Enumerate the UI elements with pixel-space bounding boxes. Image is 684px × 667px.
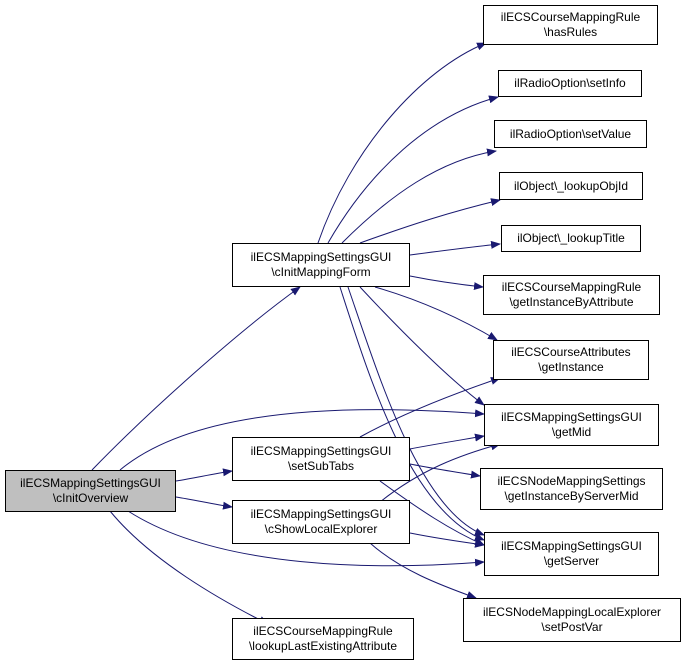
node-setvalue-line1: ilRadioOption\setValue	[509, 126, 632, 141]
node-getinstancebyattribute[interactable]: ilECSCourseMappingRule \getInstanceByAtt…	[483, 275, 660, 315]
edge-showlocal-getserver	[409, 532, 485, 548]
edge-initmap-lookupobjid	[359, 198, 501, 244]
edge-root-initmap	[91, 286, 301, 471]
node-cinitmappingform-line1: ilECSMappingSettingsGUI	[250, 250, 392, 264]
node-attrgetinst-line2: \getInstance	[538, 360, 604, 374]
edge-root-getserver	[127, 510, 485, 567]
edge-root-getmid	[119, 409, 485, 471]
node-cshowlocalexplorer[interactable]: ilECSMappingSettingsGUI \cShowLocalExplo…	[232, 500, 410, 544]
node-getinstbyattr-line2: \getInstanceByAttribute	[509, 295, 634, 309]
node-setvalue[interactable]: ilRadioOption\setValue	[494, 120, 647, 148]
edge-showlocal-getmid	[379, 442, 501, 503]
edge-subtabs-getmid	[409, 433, 485, 450]
node-cshowlocalexplorer-line2: \cShowLocalExplorer	[264, 522, 378, 536]
node-getmid-line2: \getMid	[551, 425, 592, 439]
node-hasrules-line1: ilECSCourseMappingRule	[500, 10, 641, 24]
node-cinitmappingform[interactable]: ilECSMappingSettingsGUI \cInitMappingFor…	[232, 243, 410, 287]
node-lookuplast-line2: \lookupLastExistingAttribute	[248, 639, 398, 653]
edge-initmap-lookuptitle	[409, 240, 501, 256]
node-setinfo-line1: ilRadioOption\setInfo	[514, 76, 626, 90]
edge-subtabs-getserver	[379, 480, 485, 546]
node-setsubtabs-line2: \setSubTabs	[287, 459, 355, 473]
node-courseattributes-getinstance[interactable]: ilECSCourseAttributes \getInstance	[493, 340, 649, 380]
node-setpostvar[interactable]: ilECSNodeMappingLocalExplorer \setPostVa…	[463, 598, 681, 642]
edge-root-subtabs	[175, 468, 233, 482]
node-nodemapping-line2: \getInstanceByServerMid	[504, 489, 639, 503]
node-cinitoverview-line2: \cInitOverview	[52, 491, 129, 505]
edge-root-showlocal	[175, 496, 233, 510]
node-setinfo[interactable]: ilRadioOption\setInfo	[498, 70, 642, 97]
node-getserver-line1: ilECSMappingSettingsGUI	[501, 539, 642, 553]
edge-subtabs-nodemapping	[409, 463, 481, 479]
edge-root-lookuplast	[109, 510, 269, 625]
edge-initmap-getmid	[359, 286, 485, 406]
edge-initmap-setinfo	[327, 95, 499, 244]
node-setsubtabs[interactable]: ilECSMappingSettingsGUI \setSubTabs	[232, 437, 410, 481]
edge-showlocal-setpostvar	[369, 542, 477, 599]
node-cinitmappingform-line2: \cInitMappingForm	[271, 265, 371, 279]
edge-initmap-getserver	[347, 286, 485, 536]
node-getserver[interactable]: ilECSMappingSettingsGUI \getServer	[484, 532, 659, 576]
node-getinstbyattr-line1: ilECSCourseMappingRule	[501, 280, 642, 294]
node-cinitoverview[interactable]: ilECSMappingSettingsGUI \cInitOverview	[5, 470, 176, 512]
node-cinitoverview-line1: ilECSMappingSettingsGUI	[20, 476, 161, 490]
node-lookuplastexistingattribute[interactable]: ilECSCourseMappingRule \lookupLastExisti…	[232, 618, 414, 660]
node-lookupobjid[interactable]: ilObject\_lookupObjId	[499, 172, 643, 200]
edge-initmap-setvalue	[341, 148, 497, 244]
node-setsubtabs-line1: ilECSMappingSettingsGUI	[250, 444, 392, 458]
edge-initmap-attrgetinst	[374, 286, 498, 341]
node-getmid[interactable]: ilECSMappingSettingsGUI \getMid	[484, 404, 659, 446]
node-hasrules[interactable]: ilECSCourseMappingRule \hasRules	[483, 5, 658, 45]
node-hasrules-line2: \hasRules	[543, 25, 598, 39]
edge-initmap-getinstbyattr	[409, 275, 484, 291]
node-nodemapping-line1: ilECSNodeMappingSettings	[497, 474, 646, 488]
node-lookuplast-line1: ilECSCourseMappingRule	[253, 624, 393, 638]
edge-subtabs-attrgetinst	[359, 377, 501, 438]
node-getmid-line1: ilECSMappingSettingsGUI	[501, 410, 642, 424]
node-getserver-line2: \getServer	[543, 554, 600, 568]
node-setpostvar-line1: ilECSNodeMappingLocalExplorer	[482, 605, 662, 619]
node-cshowlocalexplorer-line1: ilECSMappingSettingsGUI	[250, 507, 392, 521]
node-attrgetinst-line1: ilECSCourseAttributes	[511, 345, 631, 359]
node-lookupobjid-line1: ilObject\_lookupObjId	[513, 178, 629, 193]
node-setpostvar-line2: \setPostVar	[541, 620, 603, 634]
node-lookuptitle-line1: ilObject\_lookupTitle	[517, 231, 625, 245]
node-lookuptitle[interactable]: ilObject\_lookupTitle	[501, 225, 641, 252]
edge-initmap-hasrules	[317, 42, 487, 244]
node-getinstancebyservermid[interactable]: ilECSNodeMappingSettings \getInstanceByS…	[480, 468, 663, 510]
